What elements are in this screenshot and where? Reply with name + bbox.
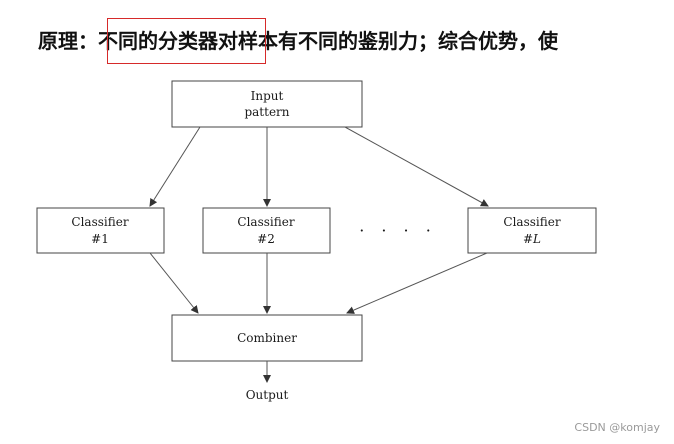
arrow-classifier-1-to-combiner (149, 252, 199, 314)
output-label: Output (246, 388, 289, 402)
arrow-classifier-L-to-combiner (346, 252, 488, 314)
classifier-L-line2: #L (523, 232, 541, 246)
classifier-ellipsis: · · · · (359, 221, 437, 240)
classifier-1-line2: #1 (91, 232, 109, 246)
classifier-1-line1: Classifier (71, 215, 128, 229)
watermark: CSDN @komjay (574, 421, 660, 434)
input-label-line1: Input (251, 89, 284, 103)
headline-label: 原理： (38, 29, 98, 53)
input-box (171, 80, 363, 128)
input-label-line2: pattern (244, 105, 289, 119)
classifier-box-1 (36, 207, 165, 254)
highlight-box (107, 18, 266, 64)
arrow-input-to-classifier-1 (149, 126, 201, 207)
classifier-L-line1: Classifier (503, 215, 560, 229)
classifier-box-2 (202, 207, 331, 254)
arrow-input-to-classifier-L (344, 126, 489, 207)
combiner-label: Combiner (237, 331, 297, 345)
classifier-box-L (467, 207, 597, 254)
classifier-2-line2: #2 (257, 232, 275, 246)
classifier-2-line1: Classifier (237, 215, 294, 229)
headline-text: 不同的分类器对样本有不同的鉴别力；综合优势，使 (98, 29, 558, 53)
headline: 原理：不同的分类器对样本有不同的鉴别力；综合优势，使 (38, 24, 558, 58)
